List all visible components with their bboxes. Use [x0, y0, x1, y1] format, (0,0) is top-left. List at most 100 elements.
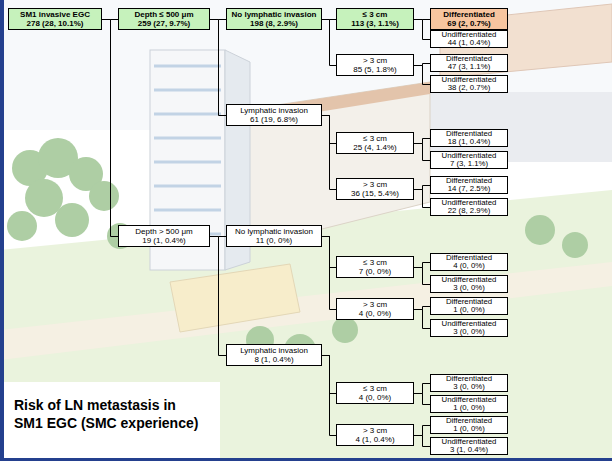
category-box: ≤ 3 cm7 (0, 0%) [336, 256, 414, 278]
tree-connector [322, 116, 336, 190]
parking-lot [430, 92, 612, 162]
count-label: 1 (0, 0%) [453, 425, 485, 433]
tree [55, 203, 89, 237]
tree-connector [414, 186, 430, 190]
tree-connector [322, 237, 336, 310]
category-box: Undifferentiated1 (0, 0%) [430, 395, 508, 413]
tree [25, 179, 63, 217]
count-label: 4 (0, 0%) [359, 309, 391, 318]
category-box: ≤ 3 cm4 (0, 0%) [336, 382, 414, 404]
category-box: Undifferentiated3 (0, 0%) [430, 319, 508, 337]
count-label: 4 (0, 0%) [453, 262, 485, 270]
window-row [154, 161, 221, 164]
box-label: Differentiated [446, 177, 492, 185]
window-row [154, 137, 221, 140]
count-label: 7 (0, 0%) [359, 267, 391, 276]
category-box: > 3 cm4 (0, 0%) [336, 298, 414, 320]
box-label: Differentiated [443, 10, 495, 19]
tree-connector [102, 20, 118, 237]
category-box: > 3 cm36 (15, 5.4%) [336, 178, 414, 200]
count-label: 47 (3, 1.1%) [448, 63, 490, 71]
box-label: ≤ 3 cm [363, 258, 387, 267]
tree-connector [322, 20, 336, 66]
category-box: > 3 cm4 (1, 0.4%) [336, 424, 414, 446]
box-label: > 3 cm [363, 426, 387, 435]
low-building [170, 264, 300, 332]
count-label: 25 (4, 1.4%) [353, 143, 397, 152]
box-label: > 3 cm [363, 300, 387, 309]
category-box: Undifferentiated22 (8, 2.9%) [430, 198, 508, 216]
box-label: No lymphatic invasion [235, 227, 313, 236]
count-label: 85 (5, 1.8%) [353, 65, 397, 74]
count-label: 4 (1, 0.4%) [355, 435, 394, 444]
category-box: Differentiated69 (2, 0.7%) [430, 8, 508, 30]
box-label: Differentiated [446, 130, 492, 138]
tree-connector [414, 384, 430, 394]
count-label: 14 (7, 2.5%) [448, 185, 490, 193]
category-box: Undifferentiated3 (0, 0%) [430, 275, 508, 293]
window-row [154, 89, 221, 92]
count-label: 18 (1, 0.4%) [448, 138, 490, 146]
category-box: Depth ≤ 500 μm259 (27, 9.7%) [118, 8, 210, 30]
category-box: Differentiated3 (0, 0%) [430, 374, 508, 392]
count-label: 11 (0, 0%) [256, 236, 292, 245]
category-box: Differentiated1 (0, 0%) [430, 416, 508, 434]
box-label: Undifferentiated [442, 199, 497, 207]
box-label: Differentiated [446, 254, 492, 262]
diagram-title: Risk of LN metastasis in SM1 EGC (SMC ex… [14, 396, 206, 432]
category-box: Lymphatic invasion61 (19, 6.8%) [226, 104, 322, 126]
category-box: Depth > 500 μm19 (1, 0.4%) [118, 225, 210, 247]
tree [7, 211, 37, 241]
frame-bar [0, 458, 612, 461]
category-box: Undifferentiated3 (1, 0.4%) [430, 437, 508, 455]
count-label: 61 (19, 6.8%) [250, 115, 298, 124]
tower-windows [154, 66, 221, 234]
category-box: Differentiated1 (0, 0%) [430, 297, 508, 315]
frame-bar [0, 0, 4, 461]
box-label: > 3 cm [363, 180, 387, 189]
tree-connector [414, 310, 430, 329]
tree [562, 232, 588, 258]
tree-connector [414, 144, 430, 161]
box-label: Differentiated [446, 55, 492, 63]
category-box: Differentiated14 (7, 2.5%) [430, 176, 508, 194]
category-box: No lymphatic invasion11 (0, 0%) [226, 225, 322, 247]
count-label: 8 (1, 0.4%) [254, 355, 293, 364]
count-label: 44 (1, 0.4%) [448, 39, 490, 47]
tree-connector [210, 20, 226, 116]
box-label: Undifferentiated [442, 276, 497, 284]
tree-connector [210, 237, 226, 356]
category-box: Differentiated4 (0, 0%) [430, 253, 508, 271]
category-box: Undifferentiated38 (2, 0.7%) [430, 75, 508, 93]
category-box: Lymphatic invasion8 (1, 0.4%) [226, 344, 322, 366]
count-label: 4 (0, 0%) [359, 393, 391, 402]
count-label: 3 (0, 0%) [453, 284, 485, 292]
box-label: Differentiated [446, 375, 492, 383]
box-label: SM1 invasive EGC [20, 10, 90, 19]
box-label: Depth > 500 μm [135, 227, 192, 236]
tree [89, 181, 119, 211]
box-label: Undifferentiated [442, 320, 497, 328]
category-box: ≤ 3 cm113 (3, 1.1%) [336, 8, 414, 30]
tree-connector [414, 20, 430, 40]
box-label: ≤ 3 cm [363, 10, 388, 19]
count-label: 278 (28, 10.1%) [27, 19, 84, 28]
box-label: Undifferentiated [442, 396, 497, 404]
box-label: ≤ 3 cm [363, 384, 387, 393]
box-label: Lymphatic invasion [240, 106, 308, 115]
box-label: Undifferentiated [442, 438, 497, 446]
window-row [154, 209, 221, 212]
tree-connector [414, 66, 430, 85]
tree-connector [414, 394, 430, 405]
box-label: Lymphatic invasion [240, 346, 308, 355]
box-label: > 3 cm [363, 56, 387, 65]
tree-connector [414, 436, 430, 447]
count-label: 69 (2, 0.7%) [447, 19, 491, 28]
count-label: 1 (0, 0%) [453, 306, 485, 314]
tree-connector [414, 139, 430, 144]
box-label: Differentiated [446, 298, 492, 306]
tree-connector [414, 263, 430, 268]
